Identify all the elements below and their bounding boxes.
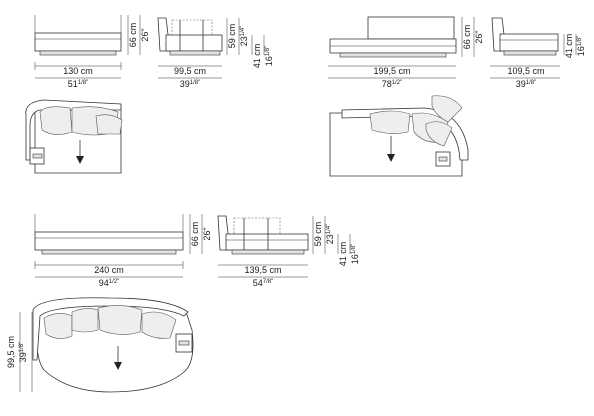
group3-front-height-dim: 66 cm 26": [189, 214, 212, 254]
group3-side-back-cm: 59 cm: [313, 222, 323, 247]
plan-cushion: [39, 106, 73, 135]
group1-side-depth-in: 391/8": [180, 79, 201, 89]
front-base: [39, 50, 117, 56]
group1-front-width-cm: 130 cm: [63, 66, 93, 76]
group2-front-height-dim: 66 cm 26": [461, 17, 484, 57]
group2-side-depth-cm: 109,5 cm: [507, 66, 544, 76]
group3-plan-view: [32, 297, 194, 393]
group1-plan-view: [25, 99, 123, 174]
plan-cushion: [97, 305, 143, 335]
group3-front-height-in: 26": [202, 227, 212, 240]
group3-plan-depth-in: 391/8": [18, 342, 28, 363]
group3-side-seat-in: 161/8": [350, 244, 360, 265]
plan-cushion: [95, 114, 123, 135]
group1-front-height-dim: 66 cm 26": [127, 15, 150, 55]
group1-front-height-cm: 66 cm: [128, 23, 138, 48]
group1-side-seat-cm: 41 cm: [252, 44, 262, 69]
group1-side-back-cm: 59 cm: [227, 24, 237, 49]
group1-side-depth-cm: 99,5 cm: [174, 66, 206, 76]
group2-side-height-dims: 41 cm 161/8": [563, 34, 586, 59]
group2-front-height-cm: 66 cm: [462, 25, 472, 50]
group3-front-width-dim: 240 cm 941/2": [34, 261, 184, 288]
group3-side-height-dims: 59 cm 231/4" 41 cm 161/8": [312, 216, 360, 267]
group3-plan-depth-dim: 99,5 cm 391/8": [6, 312, 33, 392]
group3-side-depth-cm: 139,5 cm: [244, 265, 281, 275]
group2-side-seat-in: 161/8": [576, 36, 586, 57]
group3-side-back-in: 231/4": [325, 224, 335, 245]
group2-side-depth-dim: 109,5 cm 391/8": [490, 65, 560, 89]
side-cushion-outline: [233, 217, 281, 235]
group2-side-seat-cm: 41 cm: [564, 34, 574, 59]
group1-front-width-dim: 130 cm 511/8": [34, 62, 122, 89]
group2-plan-view: [329, 95, 469, 177]
group3-front-width-cm: 240 cm: [94, 265, 124, 275]
plan-cushion: [43, 313, 73, 339]
plan-cushion: [431, 95, 463, 123]
front-seat-body: [34, 231, 184, 251]
plan-cushion: [71, 308, 99, 333]
group2-front-width-in: 781/2": [382, 79, 403, 89]
group2-side-depth-in: 391/8": [516, 79, 537, 89]
group3-side-depth-dim: 139,5 cm 547/8": [218, 264, 308, 288]
group3-side-depth-in: 547/8": [253, 278, 274, 288]
group1-front-width-in: 511/8": [68, 79, 89, 89]
group1-side-seat-in: 161/8": [264, 46, 274, 67]
group3-front-width-in: 941/2": [99, 278, 120, 288]
arrow-head-icon: [114, 362, 122, 370]
plan-cushion: [425, 121, 453, 147]
plan-backrest: [32, 297, 189, 361]
group2-side-elevation: [491, 17, 559, 56]
group2-front-height-in: 26": [474, 30, 484, 43]
group1-side-depth-dim: 99,5 cm 391/8": [158, 65, 222, 89]
group3-front-height-cm: 66 cm: [190, 222, 200, 247]
plan-backrest: [25, 99, 122, 161]
group1-side-back-in: 231/4": [239, 26, 249, 47]
front-seat-body: [34, 32, 122, 52]
arrow-head-icon: [76, 156, 84, 164]
group2-front-elevation: [329, 16, 457, 58]
group3-plan-depth-cm: 99,5 cm: [6, 336, 16, 368]
plan-cushion: [141, 311, 177, 339]
group3-side-seat-cm: 41 cm: [338, 242, 348, 267]
front-base: [41, 249, 177, 255]
group3-front-elevation: [34, 214, 184, 255]
arrow-head-icon: [387, 154, 395, 162]
side-cushion-outline: [171, 19, 213, 36]
group1-side-height-dims: 59 cm 231/4" 41 cm 161/8": [226, 18, 274, 69]
group3-side-elevation: [217, 215, 309, 255]
group1-front-height-in: 26": [140, 28, 150, 41]
group1-side-elevation: [157, 17, 223, 56]
front-base: [339, 52, 447, 58]
group2-front-width-dim: 199,5 cm 781/2": [328, 65, 456, 89]
plan-cushion: [369, 110, 411, 134]
group2-front-width-cm: 199,5 cm: [373, 66, 410, 76]
group1-front-elevation: [34, 15, 122, 56]
